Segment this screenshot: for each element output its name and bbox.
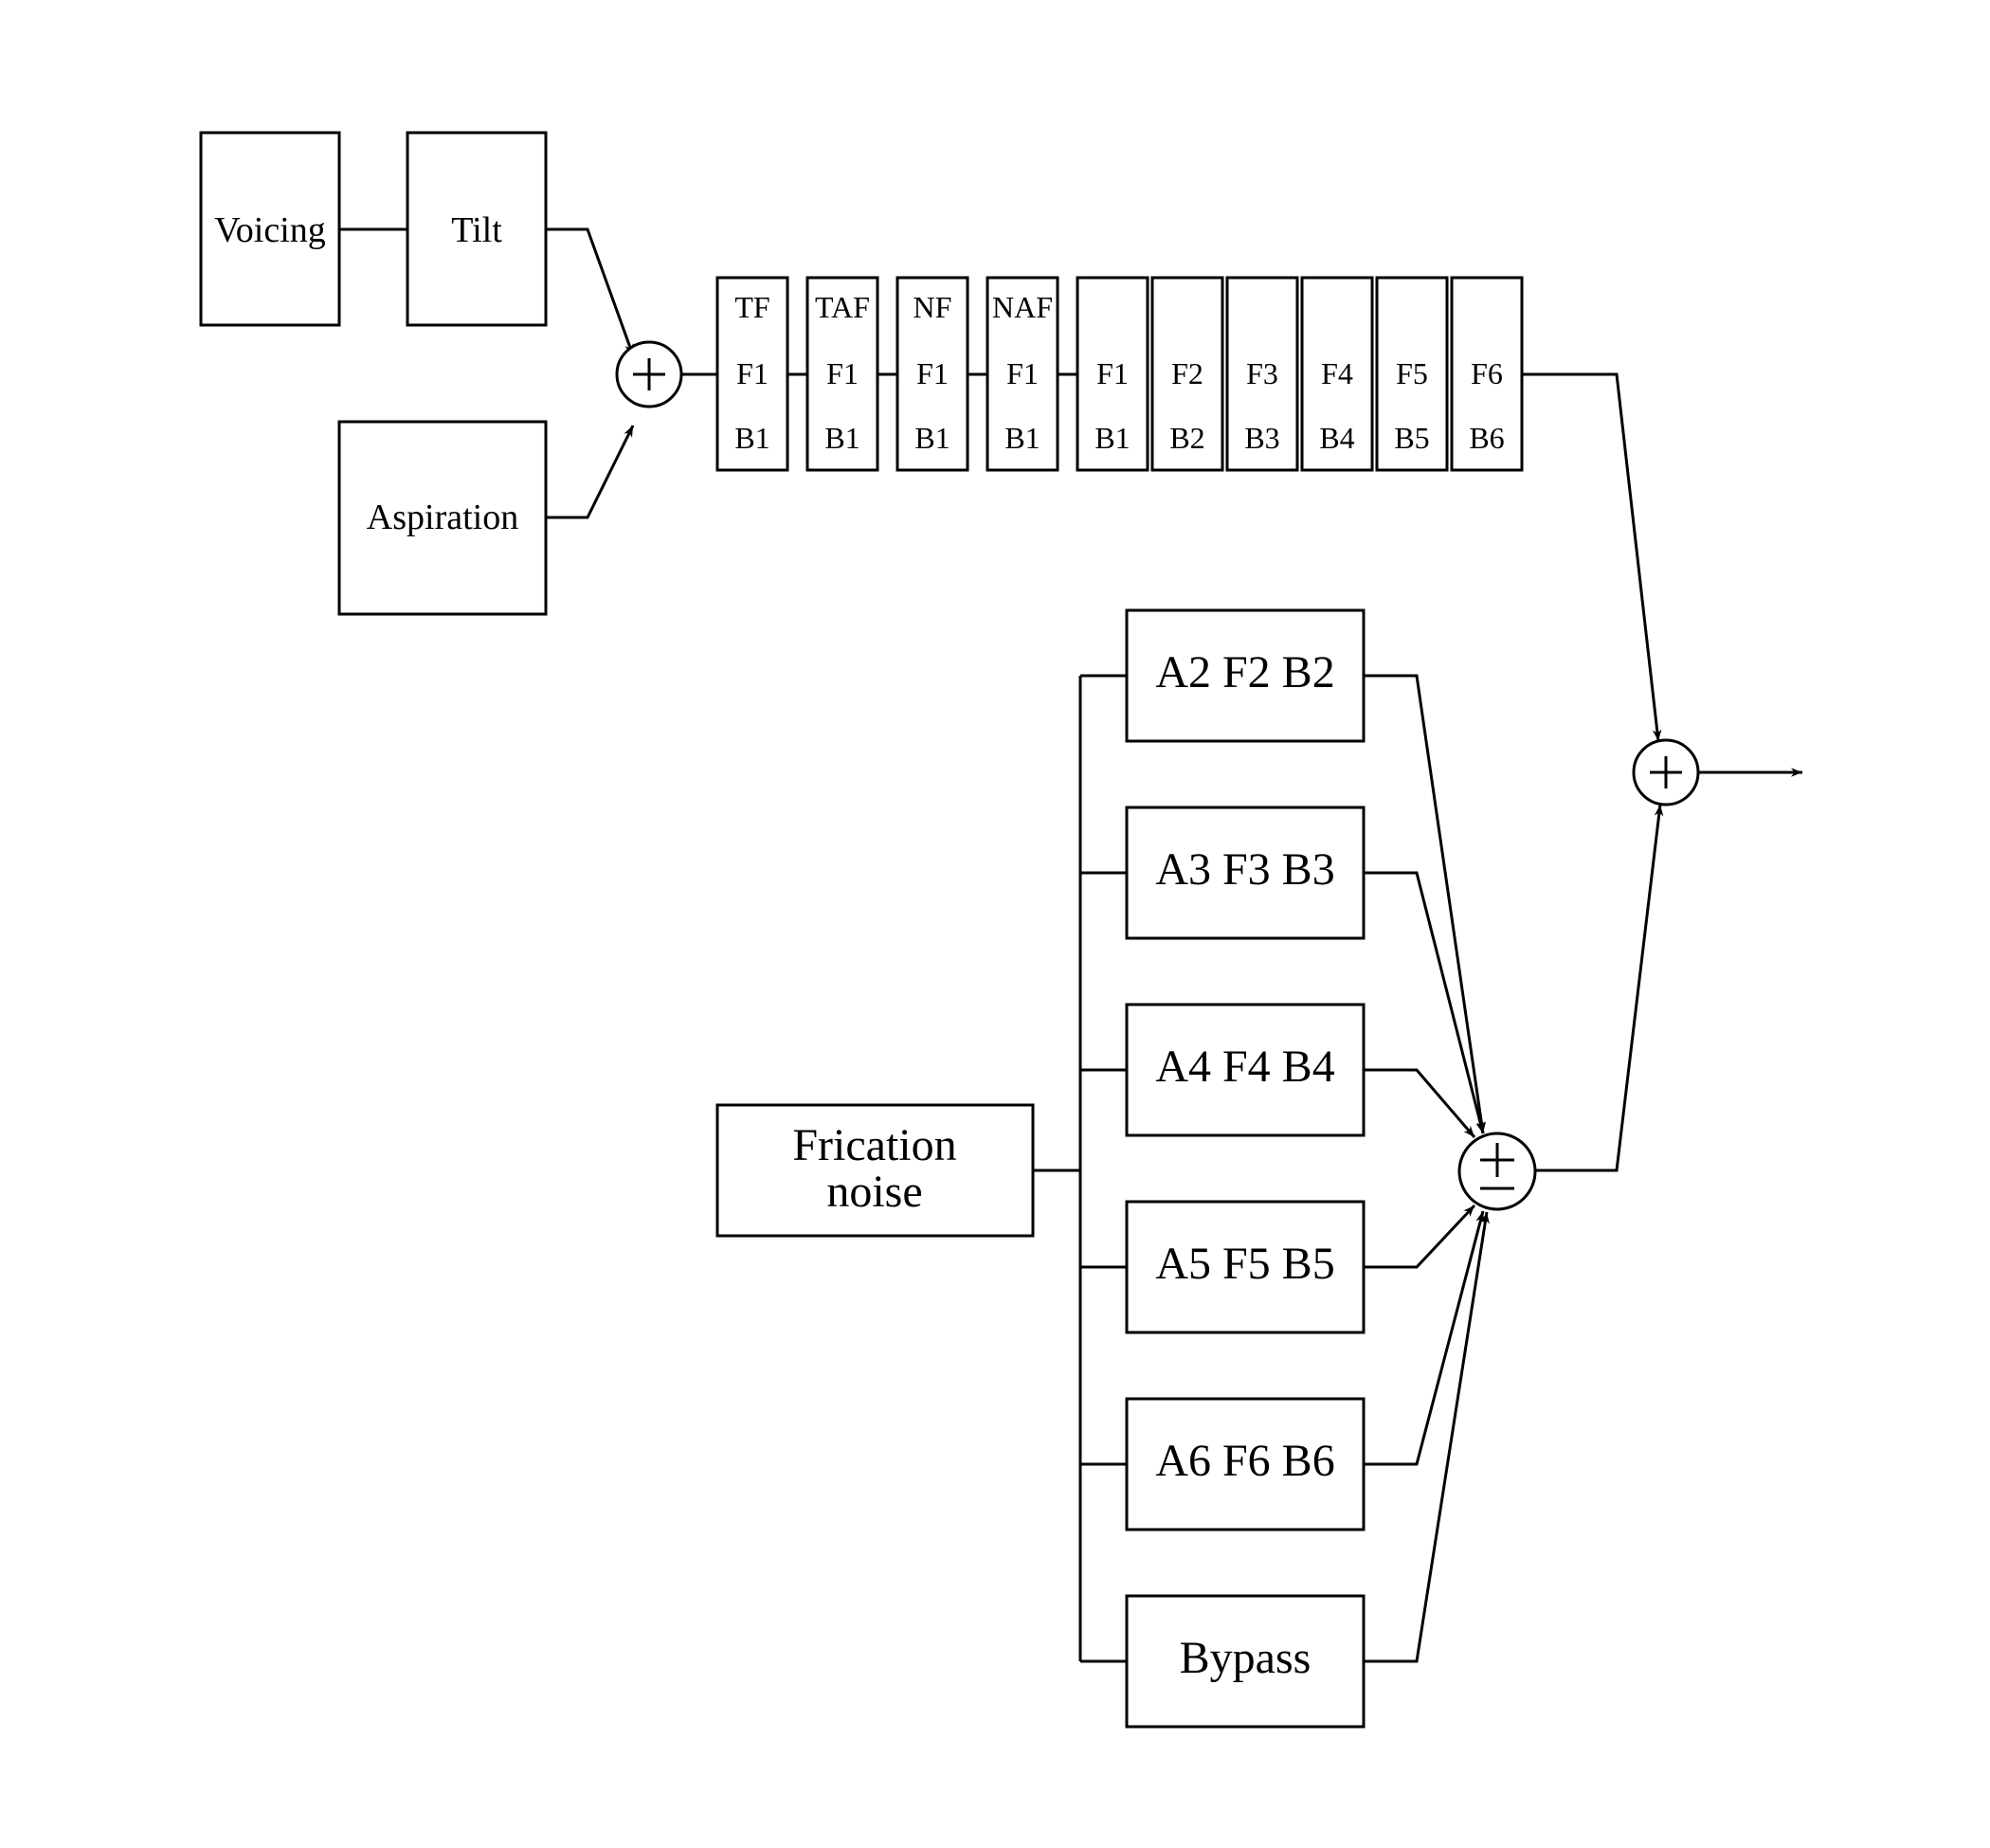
parallel-filter-2: A2 F2 B2 — [1125, 608, 1366, 743]
cascade-filter-5: F1 B1 — [1076, 276, 1149, 472]
parallel-filter-5: A5 F5 B5 — [1125, 1200, 1366, 1334]
cascade-filter-label: F1 — [826, 356, 859, 390]
cascade-filter-3: NF F1 B1 — [896, 276, 969, 472]
parallel-filter-label: A3 F3 B3 — [1155, 844, 1334, 895]
parallel-filter-label: A6 F6 B6 — [1155, 1436, 1334, 1486]
cascade-filter-label: B1 — [1004, 421, 1040, 455]
cascade-filter-label: F1 — [1096, 356, 1129, 390]
cascade-filter-label: B1 — [1094, 421, 1130, 455]
bypass-label: Bypass — [1180, 1633, 1312, 1683]
parallel-filter-label: A2 F2 B2 — [1155, 647, 1334, 698]
cascade-filter-1: TF F1 B1 — [715, 276, 789, 472]
parallel-filter-3: A3 F3 B3 — [1125, 806, 1366, 940]
cascade-filter-label: B5 — [1394, 421, 1429, 455]
aspiration-label: Aspiration — [367, 498, 518, 537]
parallel-to-sum-arrow — [1364, 1211, 1490, 1663]
bypass-block: Bypass — [1125, 1594, 1366, 1729]
tilt-to-sum-arrow — [546, 227, 635, 356]
cascade-filter-2: TAF F1 B1 — [805, 276, 879, 472]
cascade-filter-10: F6 B6 — [1450, 276, 1524, 472]
cascade-filter-label: B1 — [734, 421, 769, 455]
output-summer — [1632, 738, 1700, 806]
cascade-filter-label: F3 — [1246, 356, 1278, 390]
cascade-filter-label: B1 — [914, 421, 950, 455]
parallel-filter-6: A6 F6 B6 — [1125, 1397, 1366, 1531]
tilt-block: Tilt — [406, 131, 548, 327]
frication-label-line2: noise — [826, 1167, 922, 1217]
parallel-filter-4: A4 F4 B4 — [1125, 1003, 1366, 1137]
voicing-block: Voicing — [199, 131, 341, 327]
cascade-filter-label: TAF — [815, 290, 870, 324]
parallel-to-sum-arrow — [1364, 871, 1485, 1134]
cascade-filter-label: B1 — [824, 421, 859, 455]
cascade-filter-label: TF — [734, 290, 769, 324]
cascade-filter-label: B4 — [1319, 421, 1354, 455]
parallel-to-sum-arrow — [1364, 1204, 1476, 1269]
parallel-filter-label: A4 F4 B4 — [1155, 1042, 1334, 1092]
frication-label-line1: Frication — [792, 1120, 956, 1170]
cascade-filter-label: F5 — [1396, 356, 1428, 390]
tilt-label: Tilt — [451, 210, 502, 250]
input-summer — [615, 340, 683, 408]
aspiration-to-sum-arrow — [546, 425, 635, 519]
cascade-filter-label: F1 — [736, 356, 769, 390]
parallel-sum-to-output-arrow — [1535, 804, 1664, 1172]
parallel-filter-label: A5 F5 B5 — [1155, 1239, 1334, 1289]
cascade-to-output-sum-arrow — [1522, 372, 1662, 742]
cascade-filter-label: B2 — [1169, 421, 1204, 455]
parallel-to-sum-arrow — [1364, 1210, 1485, 1466]
cascade-filter-6: F2 B2 — [1150, 276, 1224, 472]
voicing-label: Voicing — [214, 210, 326, 250]
aspiration-block: Aspiration — [337, 420, 548, 616]
cascade-filter-9: F5 B5 — [1375, 276, 1449, 472]
parallel-summer — [1457, 1132, 1537, 1211]
cascade-filter-7: F3 B3 — [1225, 276, 1299, 472]
cascade-filter-label: NF — [914, 290, 952, 324]
cascade-filter-label: F4 — [1321, 356, 1353, 390]
parallel-to-sum-arrow — [1364, 674, 1487, 1134]
parallel-to-sum-arrow — [1364, 1068, 1476, 1138]
cascade-filter-8: F4 B4 — [1300, 276, 1374, 472]
frication-noise-block: Frication noise — [715, 1103, 1035, 1238]
cascade-filter-4: NAF F1 B1 — [986, 276, 1059, 472]
cascade-filter-label: NAF — [992, 290, 1053, 324]
cascade-filter-label: F6 — [1471, 356, 1503, 390]
cascade-filter-label: F2 — [1171, 356, 1203, 390]
cascade-filter-label: F1 — [1006, 356, 1039, 390]
cascade-filter-label: F1 — [916, 356, 949, 390]
cascade-filter-label: B3 — [1244, 421, 1279, 455]
cascade-filter-label: B6 — [1469, 421, 1504, 455]
